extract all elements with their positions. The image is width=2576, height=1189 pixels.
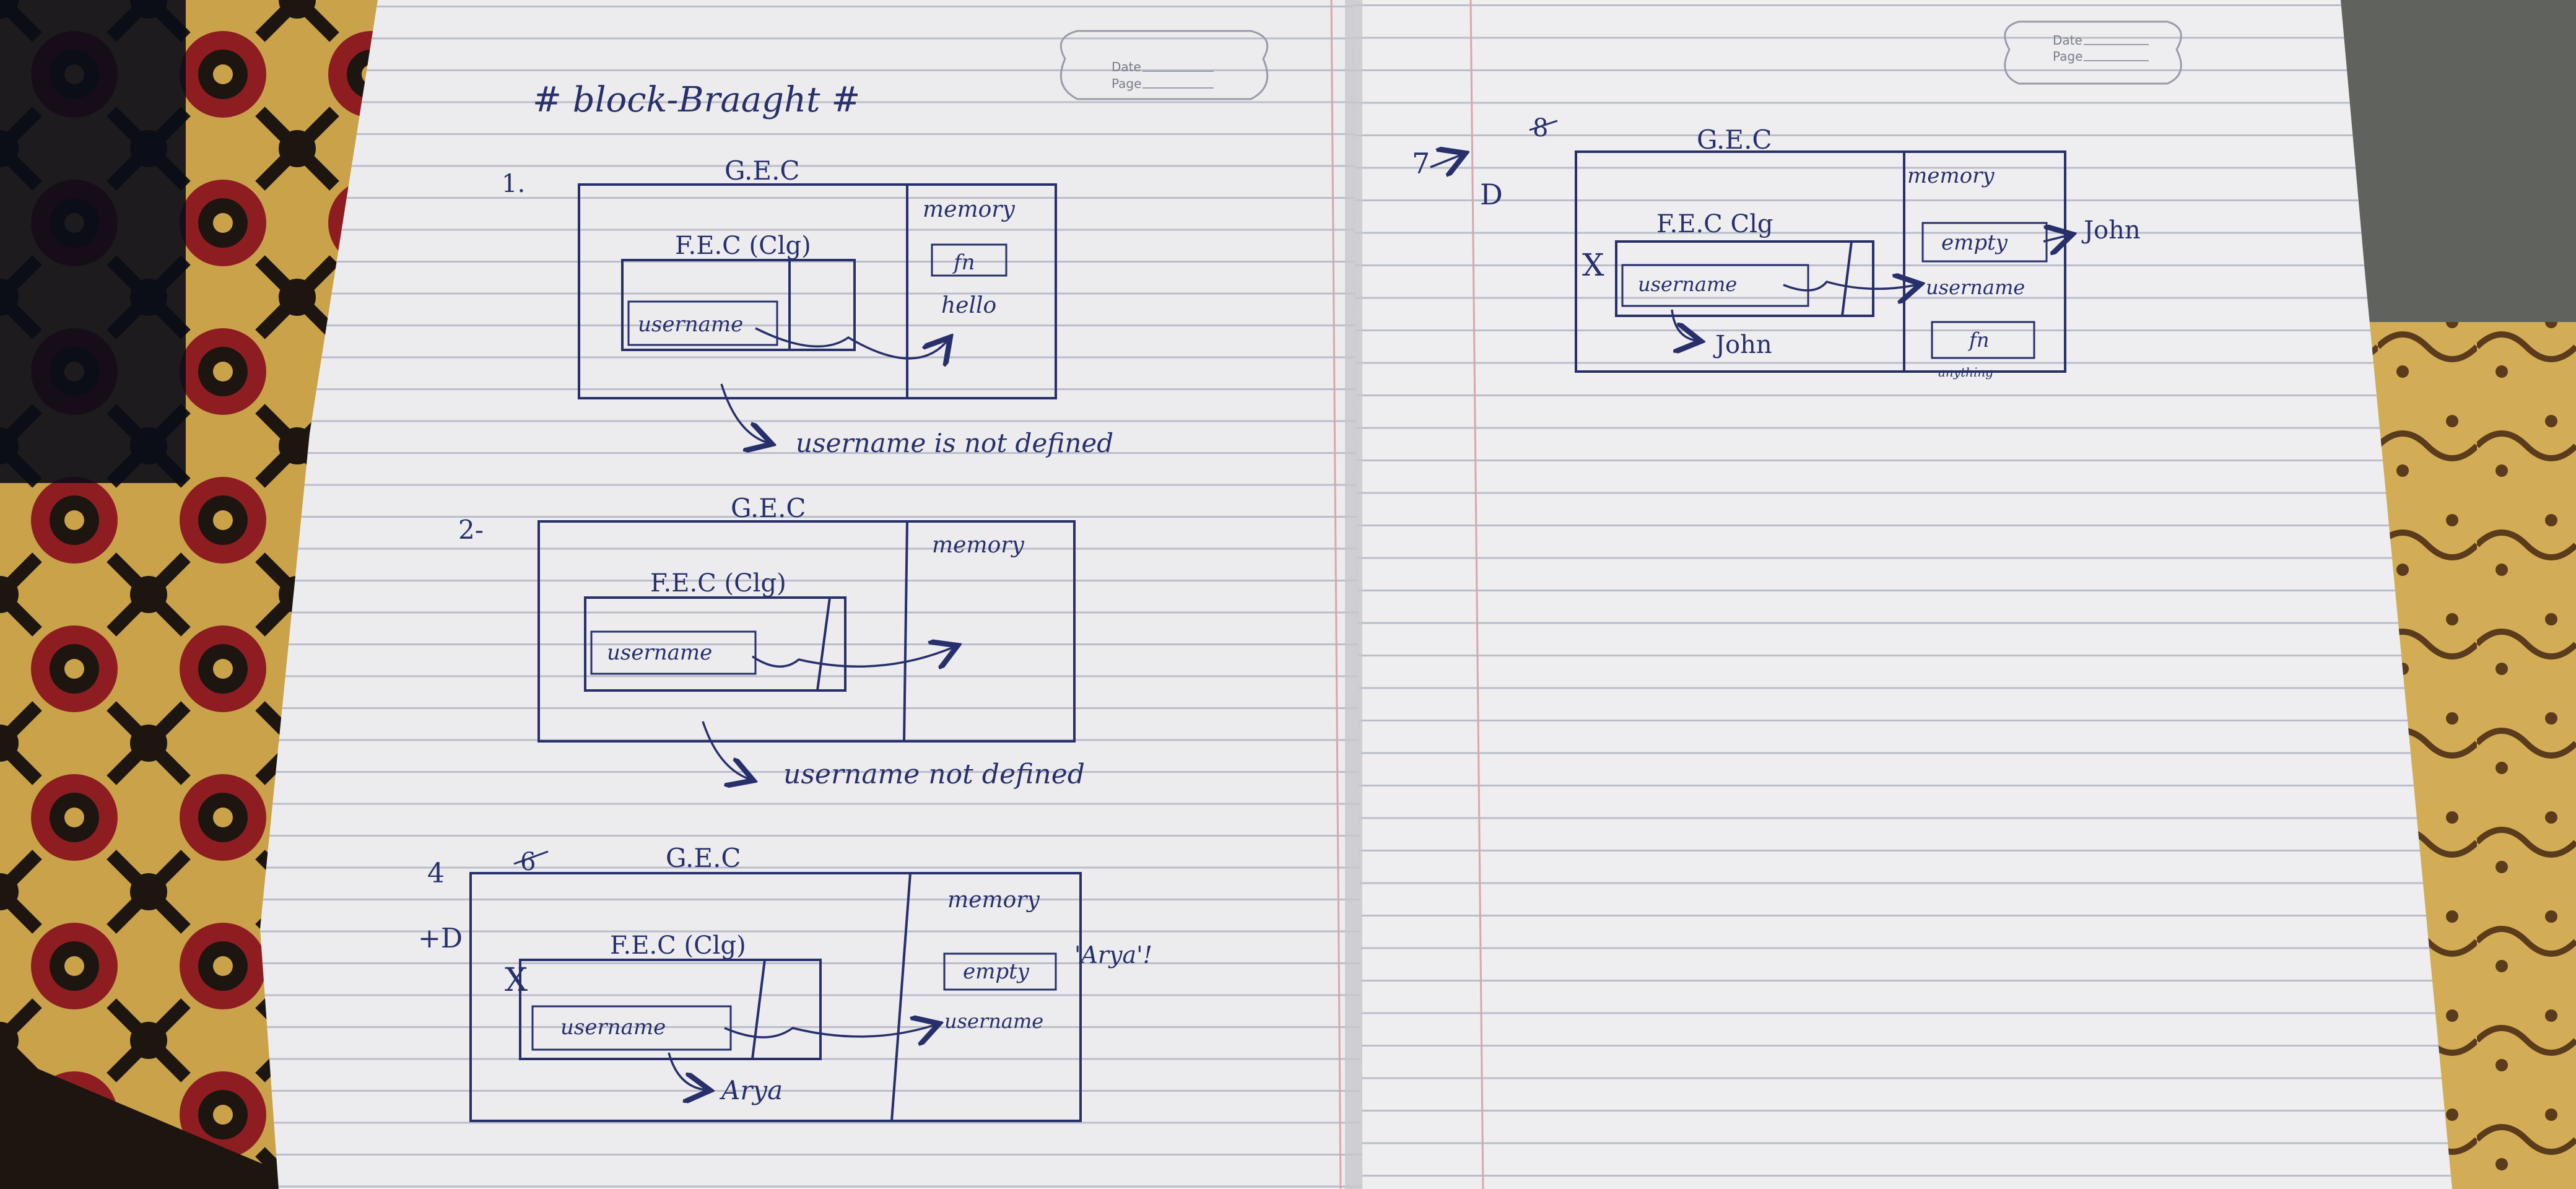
notebook (260, 0, 2452, 1189)
diagram-1-number: 1. (502, 170, 525, 198)
diagram-4-memory-value: John (2081, 216, 2141, 245)
diagram-4-memory-var: username (1926, 276, 2025, 299)
date-page-stamp-right: Date Page (2004, 20, 2182, 85)
diagram-4-pointer-value: John (1713, 331, 1772, 359)
right-page-margin (1469, 0, 1484, 1189)
diagram-4-fec-label: F.E.C Clg (1656, 210, 1773, 238)
diagram-1-memory-value: hello (941, 293, 996, 318)
diagram-1-variable-box (627, 300, 778, 346)
diagram-4-gec-box (1575, 150, 2066, 373)
diagram-3-memory-empty: empty (963, 959, 1030, 984)
diagram-3-number-bottom: +D (418, 923, 463, 954)
diagram-1-fec-label: F.E.C (Clg) (675, 232, 811, 260)
cloth-bottom (0, 1053, 322, 1189)
diagram-3-variable-box (531, 1005, 732, 1051)
diagram-3-gec-label: G.E.C (666, 843, 741, 873)
diagram-1-memory-fn-box (931, 243, 1007, 277)
diagram-1-memory-fn: fn (952, 250, 975, 275)
diagram-1-memory-label: memory (923, 197, 1015, 222)
diagram-2-arrow (752, 647, 954, 666)
diagram-4-fec-box (1615, 240, 1874, 317)
diagram-3: 4 6 +D G.E.C memory F.E.C (Clg) X userna… (418, 843, 1152, 1122)
diagram-4-variable-box (1621, 264, 1809, 307)
diagram-3-memory-divider (890, 873, 912, 1121)
diagram-1-gec-label: G.E.C (724, 155, 800, 186)
diagram-3-number: 4 (427, 858, 445, 889)
date-page-stamp-left: Date Page (1060, 30, 1269, 100)
diagram-3-arrow (724, 1025, 935, 1037)
diagram-1-caption-arrow (720, 383, 768, 443)
diagram-2-variable-box (590, 630, 757, 675)
diagram-3-fec-label: F.E.C (Clg) (610, 931, 746, 960)
diagram-4-memory-empty: empty (1941, 230, 2008, 255)
diagram-3-memory-value: 'Arya'! (1074, 941, 1152, 969)
diagram-3-cross: X (505, 962, 528, 999)
diagram-4: 7 8 D G.E.C memory F.E.C Clg X username … (1412, 114, 2141, 380)
diagram-1-arrow (755, 327, 947, 359)
diagram-3-number-struck: 6 (520, 848, 536, 876)
diagram-2-caption-arrow (702, 721, 749, 779)
diagram-1-fec-box (621, 259, 856, 351)
diagram-2-gec-label: G.E.C (731, 493, 806, 523)
diagram-3-pointer-value: Arya (719, 1075, 783, 1105)
diagram-2-memory-divider (903, 521, 908, 742)
diagram-2: 2- G.E.C memory F.E.C (Clg) username use… (458, 493, 1085, 790)
diagram-2-number: 2- (458, 515, 484, 545)
diagram-4-arrow (1783, 282, 1917, 290)
diagram-4-gec-label: G.E.C (1697, 124, 1772, 155)
diagram-2-caption: username not defined (783, 759, 1085, 790)
stamp-page-label: Page (1112, 76, 1141, 91)
left-page-margin (1330, 0, 1342, 1189)
diagram-1-variable: username (638, 312, 743, 337)
diagram-4-memory-fn-sub: anything (1938, 365, 1993, 380)
page-title: # block-Braaght # (533, 80, 860, 120)
diagram-4-memory-label: memory (1907, 163, 1995, 188)
diagram-3-pointer-arrow (668, 1052, 706, 1090)
diagram-3-memory-empty-box (943, 952, 1057, 991)
diagram-2-fec-box (584, 596, 846, 692)
diagram-1: 1. G.E.C memory F.E.C (Clg) username fn … (502, 155, 1113, 458)
diagram-2-variable: username (607, 640, 712, 665)
diagram-2-memory-label: memory (932, 533, 1024, 558)
stamp-date-label: Date (1112, 59, 1141, 74)
diagram-3-variable: username (560, 1015, 666, 1040)
diagram-4-number-bottom: D (1480, 178, 1503, 211)
diagram-2-gec-box (537, 520, 1076, 743)
spine (1345, 0, 1362, 1189)
diagram-1-gec-box (578, 183, 1057, 399)
stamp-page-label-right: Page (2053, 49, 2082, 64)
diagram-3-memory-label: memory (947, 887, 1040, 913)
diagram-4-cross: X (1582, 247, 1604, 283)
stamp-date-label-right: Date (2053, 33, 2082, 48)
diagram-3-memory-var: username (944, 1009, 1043, 1033)
diagram-4-number: 7 (1412, 147, 1430, 180)
diagram-3-gec-box (469, 872, 1082, 1122)
diagram-4-pointer-arrow (1671, 309, 1697, 341)
diagram-4-variable: username (1638, 272, 1737, 296)
diagram-2-fec-label: F.E.C (Clg) (650, 569, 786, 598)
diagram-4-memory-fn-box (1931, 321, 2035, 359)
diagram-1-caption: username is not defined (796, 428, 1113, 458)
diagram-4-memory-fn: fn (1968, 328, 1989, 352)
